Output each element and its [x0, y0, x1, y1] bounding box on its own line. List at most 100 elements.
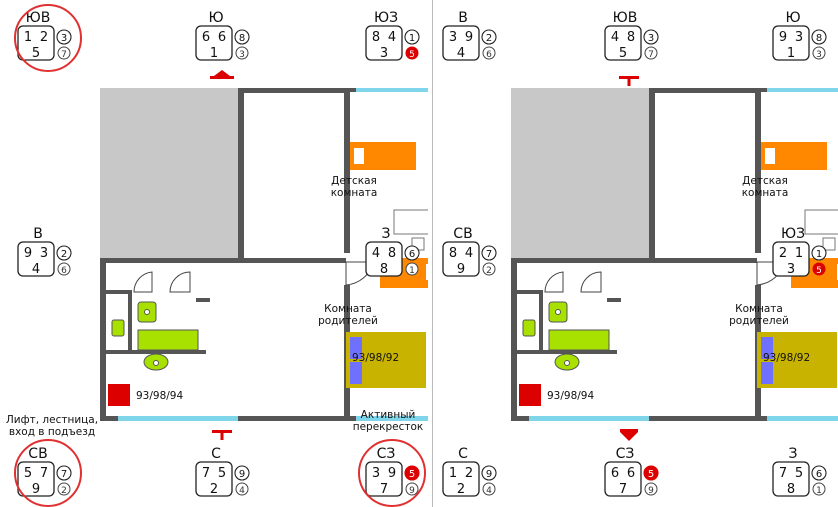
- circled-number-text: 4: [239, 486, 245, 496]
- wall: [651, 88, 755, 93]
- door-arc: [544, 271, 564, 293]
- circled-number: [404, 29, 420, 45]
- pillow: [350, 362, 362, 384]
- window: [767, 416, 838, 421]
- star-number: 8: [627, 30, 635, 45]
- desk: [804, 209, 838, 235]
- circled-number: [56, 29, 72, 45]
- circled-number: [481, 465, 497, 481]
- highlight-circle: [358, 439, 426, 507]
- star-number: 8: [372, 30, 380, 45]
- direction-label: Ю: [785, 10, 800, 26]
- direction-label: Ю: [208, 10, 223, 26]
- star-square: [772, 25, 810, 61]
- highlight-circle: [14, 4, 82, 72]
- star-square: [365, 25, 403, 61]
- star-number: 9: [388, 466, 396, 481]
- star-number: 4: [32, 262, 40, 277]
- star-square: [365, 461, 403, 497]
- star-number: 3: [795, 30, 803, 45]
- entrance-marker: [214, 70, 230, 76]
- floorplan: [511, 88, 838, 421]
- stove: [519, 384, 541, 406]
- entrance-marker: [620, 432, 638, 441]
- direction-label: СЗ: [377, 446, 396, 462]
- gray-area: [100, 88, 240, 260]
- entrance-marker: [627, 76, 631, 86]
- direction-label: З: [789, 446, 798, 462]
- star-number: 4: [465, 246, 473, 261]
- star-number: 5: [795, 466, 803, 481]
- circled-number: [644, 46, 658, 60]
- star-number: 7: [40, 466, 48, 481]
- star-square: [442, 25, 480, 61]
- direction-label: ЮЗ: [374, 10, 398, 26]
- wall: [106, 350, 206, 354]
- star-number: 2: [779, 246, 787, 261]
- star-square: [604, 461, 642, 497]
- direction-label: ЮЗ: [781, 226, 805, 242]
- circled-number-text: 8: [816, 33, 822, 44]
- circled-number-text: 1: [409, 33, 415, 44]
- star-number: 7: [779, 466, 787, 481]
- circled-number: [405, 482, 419, 496]
- circled-number: [811, 245, 827, 261]
- circled-number-text: 6: [816, 469, 822, 480]
- circled-number-text: 1: [816, 486, 822, 496]
- pillow: [765, 148, 775, 164]
- circled-number: [235, 482, 249, 496]
- star-square: [772, 241, 810, 277]
- door-arc: [169, 271, 191, 293]
- circled-number-text: 9: [648, 486, 654, 496]
- direction-label: СЗ: [616, 446, 635, 462]
- pillow: [761, 362, 773, 384]
- wall: [100, 258, 346, 263]
- circled-number-text: 3: [61, 33, 67, 44]
- star-number: 1: [449, 466, 457, 481]
- circled-number-text: 6: [409, 249, 415, 260]
- wall: [100, 416, 428, 421]
- circled-number: [404, 245, 420, 261]
- direction-label: СВ: [28, 446, 47, 462]
- circled-number-text: 2: [61, 249, 67, 260]
- circled-number-text: 3: [648, 33, 654, 44]
- circled-number-text: 5: [816, 266, 822, 276]
- circled-number: [234, 465, 250, 481]
- circled-number-text: 5: [409, 50, 415, 60]
- wall: [344, 88, 350, 253]
- star-square: [365, 241, 403, 277]
- direction-label: ЮВ: [613, 10, 638, 26]
- wall: [196, 298, 210, 302]
- direction-label: С: [458, 446, 468, 462]
- star-square: [195, 25, 233, 61]
- star-number: 3: [380, 46, 388, 61]
- wall: [238, 88, 244, 263]
- circled-number: [811, 29, 827, 45]
- circled-number-text: 5: [648, 469, 654, 480]
- circled-number-text: 3: [816, 50, 822, 60]
- circled-number-text: 7: [61, 50, 67, 60]
- circled-number-text: 6: [486, 50, 492, 60]
- desk: [393, 209, 428, 235]
- window: [767, 88, 838, 92]
- drain: [564, 360, 570, 366]
- star-number: 9: [457, 262, 465, 277]
- wall: [511, 258, 757, 263]
- circled-number: [643, 29, 659, 45]
- circled-number: [812, 482, 826, 496]
- star-number: 7: [619, 482, 627, 497]
- direction-label: В: [33, 226, 43, 242]
